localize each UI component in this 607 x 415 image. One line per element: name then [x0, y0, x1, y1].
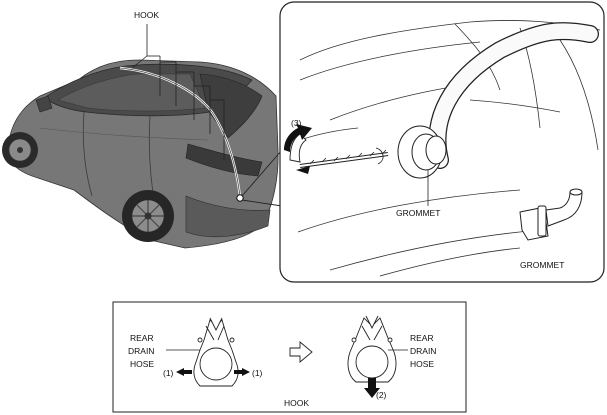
arrow-left-1 [176, 368, 192, 376]
left-hose-label-2: DRAIN [128, 346, 154, 356]
grommet-label-detail: GROMMET [396, 208, 440, 218]
hook-leader-lines [131, 24, 225, 160]
hook-label-bottom: HOOK [284, 398, 309, 408]
step-2-label: (2) [376, 390, 387, 400]
hook-label-top: HOOK [134, 10, 159, 20]
car-illustration [2, 59, 279, 249]
step-1b-label: (1) [252, 368, 263, 378]
right-hose-label-3: HOSE [410, 359, 434, 369]
grommet-label-part: GROMMET [520, 260, 564, 270]
right-hose-label-2: DRAIN [410, 346, 436, 356]
detail-callout-wedge [241, 149, 283, 207]
arrow-down-2 [364, 378, 380, 398]
hook-open-illustration [347, 315, 397, 383]
left-hose-label-1: REAR [130, 333, 154, 343]
left-hose-label-3: HOSE [130, 359, 154, 369]
step-1a-label: (1) [163, 368, 174, 378]
grommet-detail-panel: (3) GROMMET GROMMET [279, 1, 605, 283]
hook-procedure-panel: REAR DRAIN HOSE (1) (1) REAR DRAIN HOSE … [112, 301, 467, 413]
step-3-label: (3) [291, 118, 302, 128]
right-hose-label-1: REAR [410, 333, 434, 343]
hook-closed-illustration [193, 317, 239, 387]
transition-arrow-icon [289, 341, 313, 363]
arrow-right-1 [234, 368, 250, 376]
grommet-part-icon [519, 188, 583, 241]
